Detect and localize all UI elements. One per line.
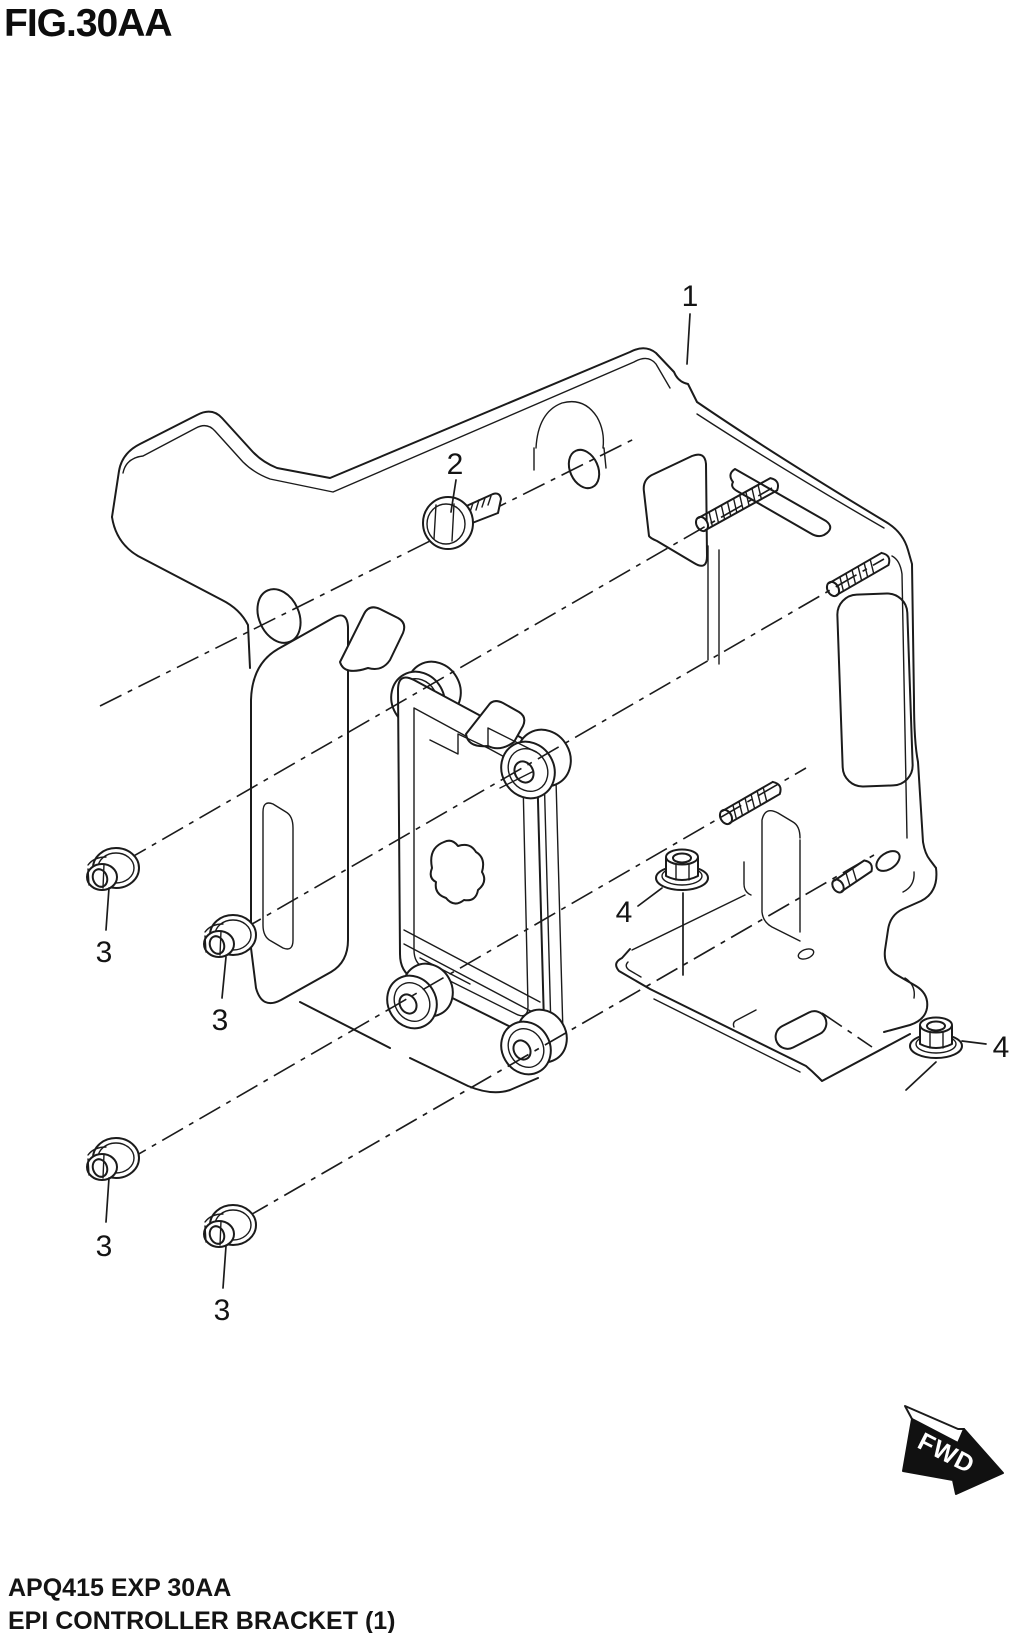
bracket-outline [111,347,937,869]
callout-1: 1 [682,280,699,313]
callout-3b: 3 [212,1004,229,1037]
box-face-steps [429,727,537,789]
bracket-gusset [743,810,801,942]
leader-3a [105,887,110,931]
bracket-part-1 [111,347,938,1082]
box-bottom-edge [299,1001,539,1094]
fwd-arrow-body [902,1418,1004,1495]
flange-nut-3-upper-far [86,847,140,891]
leader-4a [637,887,663,907]
box-back-slab [250,614,349,1004]
bracket-right-foot [883,867,938,1033]
stud-top-left [694,477,780,533]
bracket-window-cutout-right [836,592,914,788]
bracket-base-details [625,894,801,1073]
bracket-hump [533,400,607,471]
grommet-bottom-near [500,1008,568,1076]
bracket-base-plate [615,948,911,1082]
leader-3b [221,956,227,999]
nut-4-left [655,848,709,891]
fwd-arrow-top-edge [904,1405,965,1430]
box-ear-top-near [465,700,526,750]
bracket-fold-lines [707,545,720,665]
callout-3d: 3 [214,1294,231,1327]
callouts: 1 2 3 3 3 3 4 4 [96,280,1010,1327]
centerline-upper-far [124,487,773,862]
box-near-edge [543,769,564,1035]
bolt-threads [469,495,492,513]
box-face-blob-hole [429,839,486,905]
stud-middle [718,780,782,826]
centerline-base-nut-right-lower [905,1061,937,1091]
flange-nut-3-upper-near [203,914,257,958]
bracket-bolt-hole [567,448,601,490]
leader-2 [450,479,457,513]
leader-1 [686,313,691,365]
centerlines [99,436,937,1218]
figure-title: FIG.30AA [4,2,173,45]
flange-nut-3-lower-far [86,1137,140,1181]
centerline-base-nut-right [821,1012,873,1048]
nut-4-right [909,1016,963,1059]
bracket-left-edge [111,516,251,669]
bracket-right-inner-edge [891,555,908,839]
bracket-inner-edge [122,357,671,493]
stud-bottom [831,859,873,894]
footer-figure-name: EPI CONTROLLER BRACKET (1) [8,1607,396,1633]
bracket-top-right-inner-edge [696,413,885,529]
bracket-base-hole [797,948,815,960]
centerline-upper-near [239,558,885,932]
centerline-lower-near [246,854,875,1218]
callout-3c: 3 [96,1230,113,1263]
callout-4a: 4 [616,896,633,929]
bolt-hex-facets [433,503,455,542]
bracket-slot-upper [729,468,832,538]
centerline-bolt [99,436,639,707]
bracket-right-foot-inner [902,871,915,999]
callout-2: 2 [447,448,464,481]
leader-4b [961,1040,987,1045]
controller-box [250,606,572,1094]
footer-model-code: APQ415 EXP 30AA [8,1574,232,1602]
fwd-arrow: FWD [902,1405,1004,1495]
callout-4b: 4 [993,1031,1010,1064]
leader-3d [222,1245,227,1289]
bracket-window-cutout-left [642,453,708,567]
leader-3c [105,1177,110,1223]
bolt-part-2 [422,492,502,550]
callout-3a: 3 [96,936,113,969]
bracket-oval-hole [875,850,901,872]
box-ear-top-far [339,606,406,672]
centerline-lower-far [124,767,807,1163]
stud-top-right [825,551,891,598]
footer-caption: APQ415 EXP 30AA EPI CONTROLLER BRACKET (… [8,1572,396,1633]
bolt-flange-rim [426,503,466,545]
bracket-base-slot [774,1010,828,1050]
box-back-panel-inset [262,802,294,950]
flange-nut-3-lower-near [203,1204,257,1248]
box-face-lower-band [403,929,541,1017]
